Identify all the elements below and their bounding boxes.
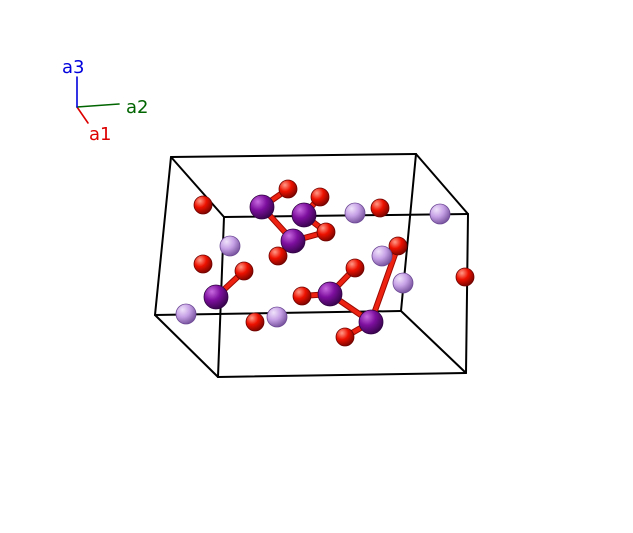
purple-atom[interactable] — [249, 194, 275, 220]
red-atom[interactable] — [268, 246, 288, 266]
red-atom[interactable] — [292, 286, 312, 306]
axes-widget: a3 a2 a1 — [62, 57, 148, 145]
axis-lines — [76, 76, 120, 124]
axis-line-a2 — [76, 103, 120, 108]
red-atom[interactable] — [455, 267, 475, 287]
red-atom[interactable] — [335, 327, 355, 347]
axis-label-a1: a1 — [89, 124, 111, 145]
purple-atom[interactable] — [280, 228, 306, 254]
bond — [369, 244, 400, 324]
lilac-atom[interactable] — [266, 306, 288, 328]
cell-edge — [415, 153, 469, 215]
cell-edge — [465, 213, 469, 374]
red-atom[interactable] — [310, 187, 330, 207]
purple-atom[interactable] — [358, 309, 384, 335]
lilac-atom[interactable] — [371, 245, 393, 267]
cell-edge — [170, 153, 417, 158]
red-atom[interactable] — [193, 254, 213, 274]
cell-edge — [154, 314, 219, 378]
axis-label-a2: a2 — [126, 97, 148, 118]
cell-edge — [170, 156, 225, 218]
red-atom[interactable] — [345, 258, 365, 278]
lilac-atom[interactable] — [175, 303, 197, 325]
purple-atom[interactable] — [203, 284, 229, 310]
red-atom[interactable] — [388, 236, 408, 256]
red-atom[interactable] — [278, 179, 298, 199]
lilac-atom[interactable] — [219, 235, 241, 257]
red-atom[interactable] — [370, 198, 390, 218]
cell-edge — [154, 156, 172, 316]
axis-line-a1 — [76, 106, 89, 124]
lilac-atom[interactable] — [392, 272, 414, 294]
red-atom[interactable] — [193, 195, 213, 215]
cell-edge — [400, 310, 467, 374]
lilac-atom[interactable] — [429, 203, 451, 225]
axis-label-a3: a3 — [62, 57, 84, 78]
red-atom[interactable] — [245, 312, 265, 332]
lilac-atom[interactable] — [344, 202, 366, 224]
red-atom[interactable] — [316, 222, 336, 242]
purple-atom[interactable] — [291, 202, 317, 228]
cell-edge — [217, 372, 467, 378]
purple-atom[interactable] — [317, 281, 343, 307]
red-atom[interactable] — [234, 261, 254, 281]
atoms — [175, 179, 475, 347]
